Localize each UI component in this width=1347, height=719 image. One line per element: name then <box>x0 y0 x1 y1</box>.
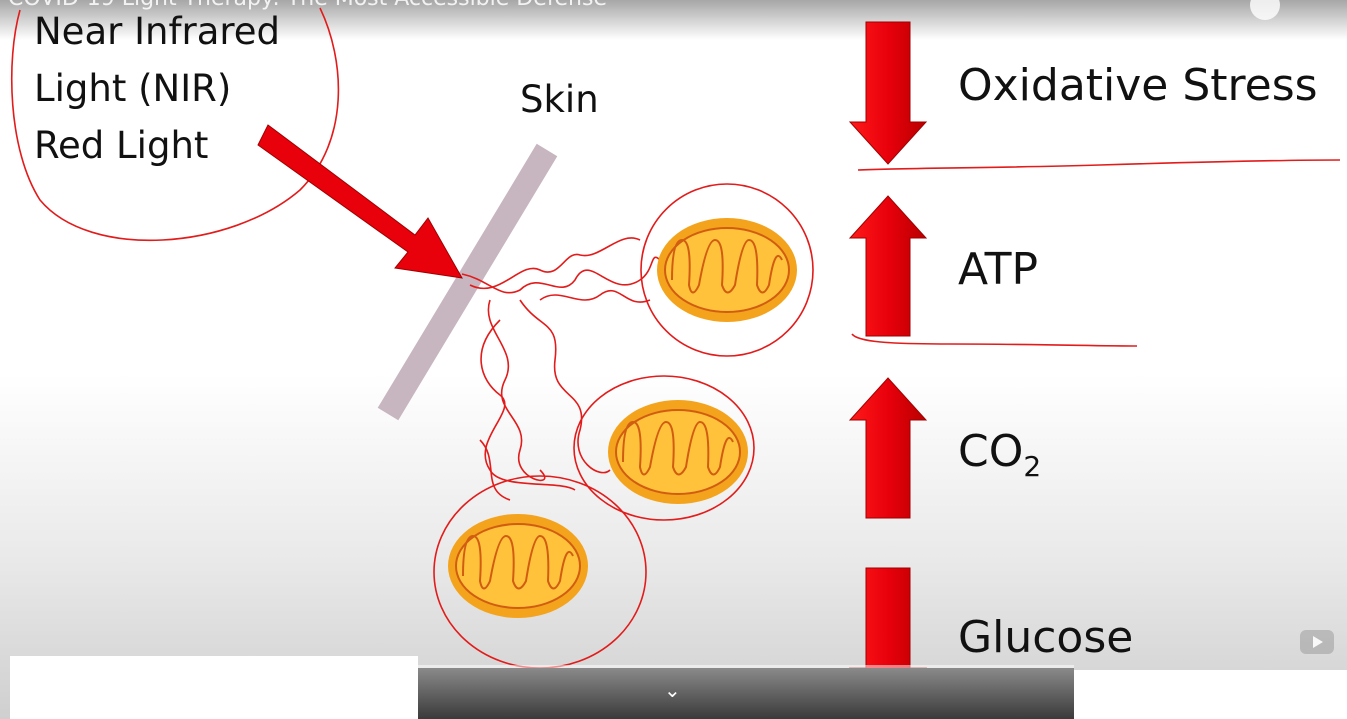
light-label-circle <box>10 7 340 242</box>
youtube-logo-icon[interactable] <box>1300 630 1334 654</box>
effect-label-glucose: Glucose <box>958 612 1134 663</box>
player-controls-bar[interactable] <box>418 668 1074 719</box>
co2-subscript: 2 <box>1023 449 1042 483</box>
effect-label-co2: CO2 <box>958 426 1041 483</box>
progress-bar[interactable] <box>418 665 1074 668</box>
occluding-panel-left <box>10 656 418 719</box>
mitochondrion-3 <box>448 514 588 618</box>
light-arrow <box>257 124 463 279</box>
effect-label-atp: ATP <box>958 244 1039 295</box>
co2-main: CO <box>958 426 1024 477</box>
tendrils <box>461 237 661 501</box>
skin-bar <box>377 143 558 421</box>
light-label-line-3: Red Light <box>34 124 209 167</box>
mitochondrion-1 <box>657 218 797 322</box>
chevron-down-icon[interactable]: ⌄ <box>664 678 681 702</box>
underline-atp <box>851 333 1138 347</box>
underline-oxidative-stress <box>857 159 1341 171</box>
arrow-down-oxidative-stress <box>848 21 928 165</box>
effect-label-oxidative-stress: Oxidative Stress <box>958 60 1318 111</box>
video-top-overlay <box>0 0 1347 40</box>
occluding-panel-right <box>1074 670 1347 719</box>
channel-avatar-icon[interactable] <box>1250 0 1280 20</box>
arrow-up-co2 <box>848 377 928 519</box>
arrow-up-atp <box>848 195 928 337</box>
light-label-line-2: Light (NIR) <box>34 67 232 110</box>
video-title[interactable]: COVID-19 Light Therapy: The Most Accessi… <box>8 0 607 11</box>
light-label-line-1: Near Infrared <box>34 10 281 53</box>
mitochondrion-2 <box>608 400 748 504</box>
skin-label: Skin <box>520 78 599 121</box>
